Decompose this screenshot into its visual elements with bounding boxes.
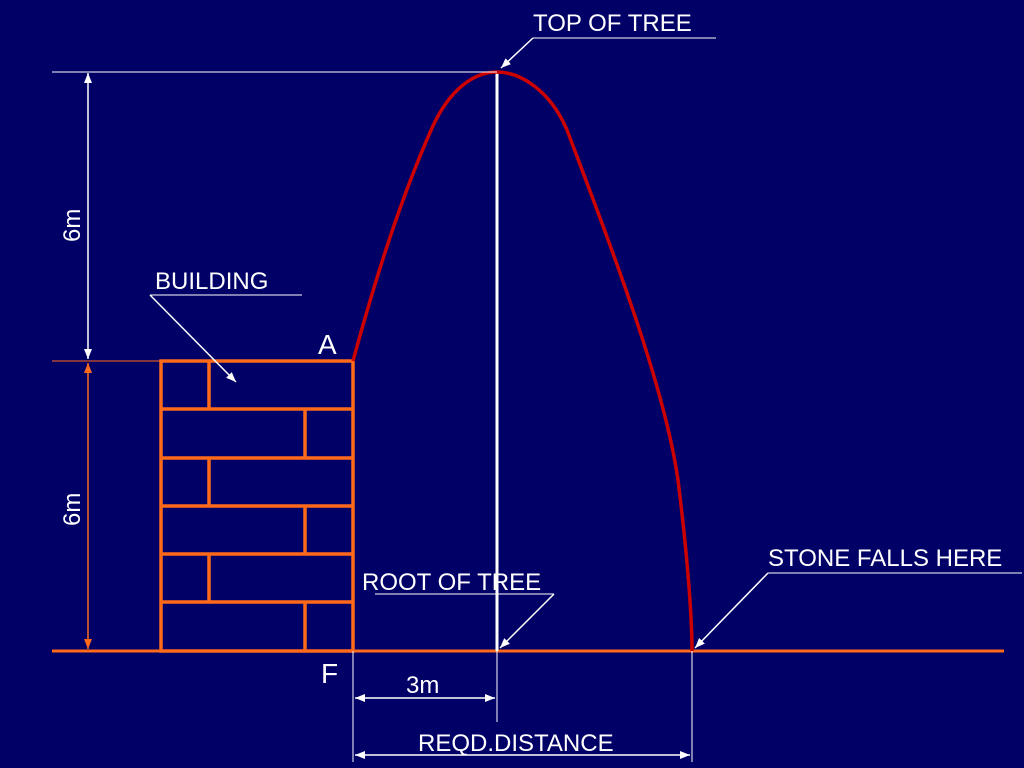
label-root-of-tree: ROOT OF TREE xyxy=(362,569,541,596)
label-offset: 3m xyxy=(406,672,439,699)
label-stone-falls-here: STONE FALLS HERE xyxy=(768,545,1002,572)
label-reqd-distance: REQD.DISTANCE xyxy=(418,730,614,757)
stone-falls-leader xyxy=(694,572,769,649)
label-lower-height: 6m xyxy=(59,493,86,526)
trajectory-curve xyxy=(351,70,694,652)
label-upper-height: 6m xyxy=(59,209,86,242)
label-point-f: F xyxy=(321,658,338,689)
top-of-tree-leader xyxy=(500,37,534,69)
label-building: BUILDING xyxy=(155,268,268,295)
label-point-a: A xyxy=(318,329,337,360)
label-top-of-tree: TOP OF TREE xyxy=(533,10,692,37)
building-wall xyxy=(159,359,355,653)
building-leader xyxy=(149,294,237,383)
root-of-tree-leader xyxy=(499,593,555,649)
